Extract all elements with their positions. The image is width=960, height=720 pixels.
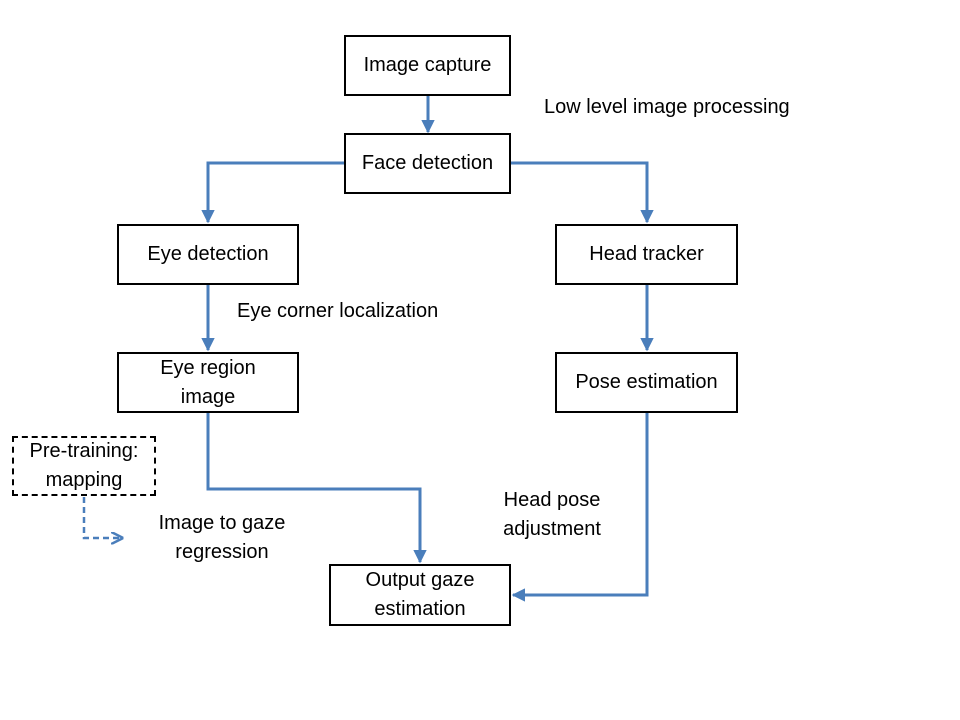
- arrow-pretraining-legend: [82, 497, 122, 538]
- face-detection-box: Face detection: [344, 133, 511, 194]
- eye-corner-localization-label: Eye corner localization: [237, 300, 439, 322]
- arrow-face-to-head-tracker: [511, 161, 654, 224]
- low-level-image-processing-label: Low level image processing: [544, 96, 790, 118]
- head-tracker-box: Head tracker: [555, 224, 738, 285]
- output-gaze-estimation-box: Output gaze estimation: [329, 564, 511, 626]
- pretraining-mapping-box: Pre-training: mapping: [12, 436, 156, 496]
- pose-estimation-box: Pose estimation: [555, 352, 738, 413]
- image-capture-box: Image capture: [344, 35, 511, 96]
- eye-detection-box: Eye detection: [117, 224, 299, 285]
- head-pose-adjustment-label: Head pose adjustment: [503, 489, 601, 540]
- eye-region-image-box: Eye region image: [117, 352, 299, 413]
- arrow-pose-to-output: [511, 413, 649, 602]
- arrow-region-to-output: [206, 413, 427, 564]
- image-to-gaze-regression-label: Image to gaze regression: [158, 512, 286, 563]
- arrow-face-to-eye-detection: [201, 161, 344, 224]
